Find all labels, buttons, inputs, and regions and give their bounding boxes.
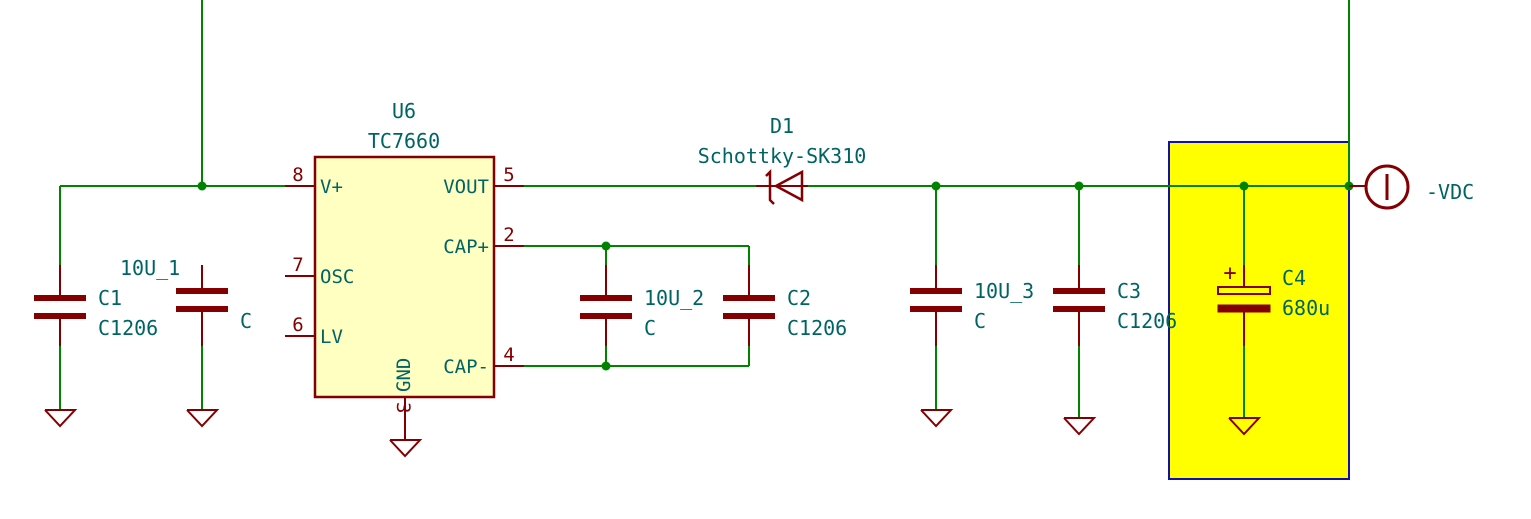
pin-num-vplus: 8 [292,164,303,186]
c10u2-value: C [644,316,656,340]
pin-num-vout: 5 [503,164,514,186]
capacitor-c1: C1 C1206 [34,265,158,346]
pin-name-vplus: V+ [320,176,343,198]
c4-ref: C4 [1282,266,1306,290]
c2-value: C1206 [787,316,847,340]
output-power-symbol: -VDC [1349,164,1474,210]
c10u3-ref: 10U_3 [974,279,1034,303]
capacitor-c2: C2 C1206 [723,265,847,346]
pin-num-gnd: 3 [392,402,414,413]
ic-u6: U6 TC7660 8 V+ 7 OSC 6 LV 5 VOUT 2 CAP+ … [285,99,524,458]
c10u1-value: C [240,309,252,333]
wires [59,0,1350,418]
pin-name-lv: LV [320,326,343,348]
pin-name-vout: VOUT [443,176,489,198]
junctions [197,181,1354,371]
diode-ref: D1 [770,114,794,138]
c3-value: C1206 [1117,309,1177,333]
c1-ref: C1 [98,286,122,310]
pin-name-capp: CAP+ [443,236,489,258]
output-label: -VDC [1426,180,1474,204]
c10u2-ref: 10U_2 [644,286,704,310]
c4-polarity: + [1223,261,1236,286]
ic-ref: U6 [392,99,416,123]
pin-name-capm: CAP- [443,356,489,378]
pin-num-capp: 2 [503,224,514,246]
c10u1-ref: 10U_1 [120,256,180,280]
c10u3-value: C [974,309,986,333]
capacitor-10u-1: 10U_1 C [120,256,252,346]
capacitor-c4: + C4 680u [1217,261,1330,346]
pin-name-osc: OSC [320,266,354,288]
c2-ref: C2 [787,286,811,310]
c3-ref: C3 [1117,279,1141,303]
diode-d1: D1 Schottky-SK310 [698,114,867,205]
diode-value: Schottky-SK310 [698,144,867,168]
pin-num-osc: 7 [292,254,303,276]
capacitor-c3: C3 C1206 [1053,265,1177,346]
pin-num-lv: 6 [292,314,303,336]
pin-name-gnd: GND [393,358,415,392]
c4-value: 680u [1282,296,1330,320]
pin-num-capm: 4 [503,344,514,366]
capacitor-10u-3: 10U_3 C [910,265,1034,346]
capacitor-10u-2: 10U_2 C [580,265,704,346]
c1-value: C1206 [98,316,158,340]
ic-value: TC7660 [368,129,440,153]
ground-symbols [44,409,1262,436]
